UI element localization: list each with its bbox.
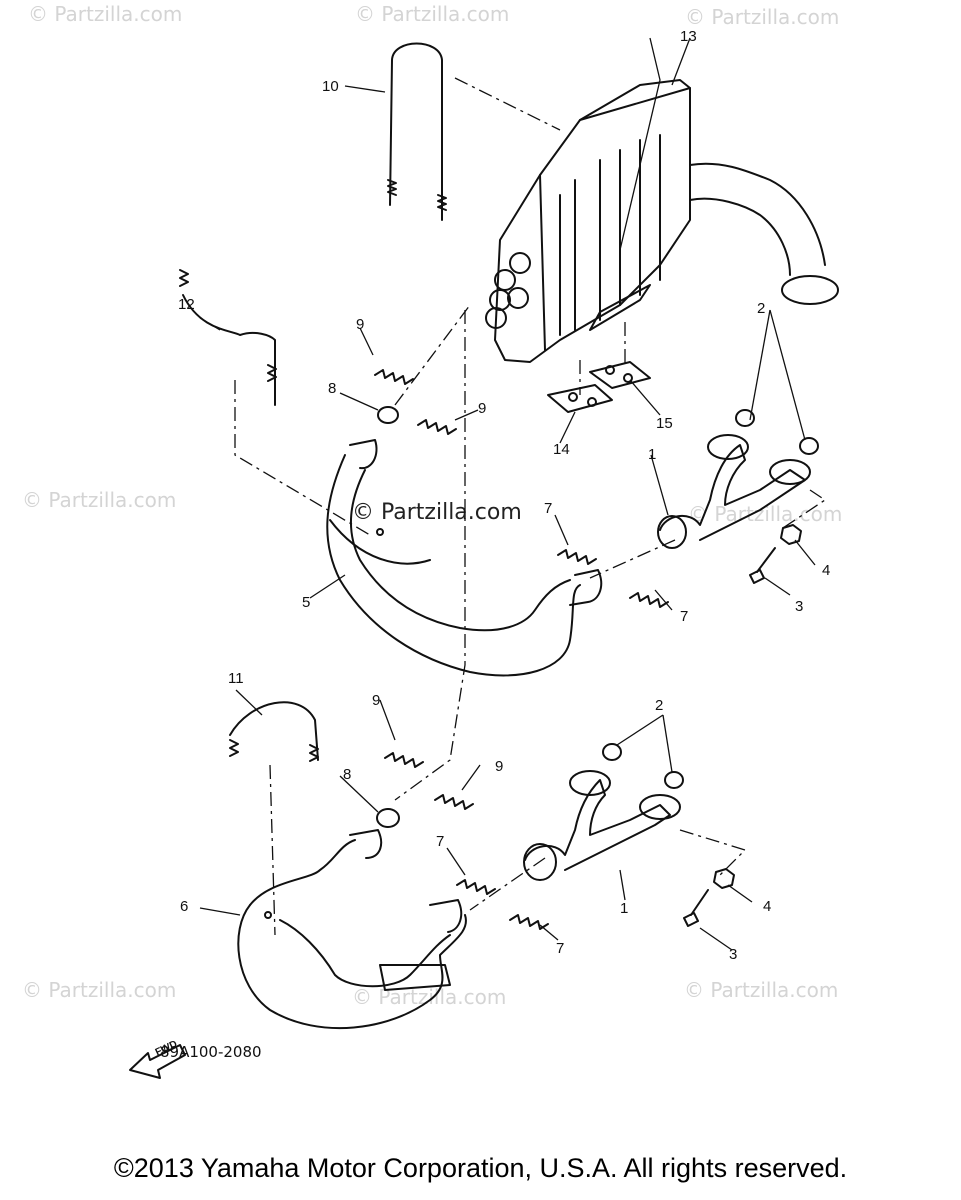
spring-7c	[456, 879, 496, 895]
gasket-8a	[377, 406, 399, 424]
manifold-1b	[523, 770, 681, 881]
callout-3-b: 3	[729, 946, 738, 963]
bracket-14	[547, 384, 613, 413]
washer-2a	[735, 409, 755, 427]
bolt-3a	[749, 547, 776, 584]
watermark-top-center: © Partzilla.com	[355, 2, 510, 26]
bolt-3b	[683, 889, 709, 927]
exhaust-pipe-6	[237, 829, 467, 1030]
callout-13: 13	[680, 28, 697, 45]
callout-15: 15	[656, 415, 673, 432]
spring-12	[179, 269, 277, 406]
bracket-15	[589, 361, 651, 389]
watermark-center: © Partzilla.com	[352, 500, 522, 525]
nut-4b	[713, 868, 735, 889]
callout-7-c: 7	[436, 833, 445, 850]
callout-9-d: 9	[495, 758, 504, 775]
callout-1-b: 1	[620, 900, 629, 917]
spring-7a	[557, 549, 597, 565]
callout-7-d: 7	[556, 940, 565, 957]
callout-3-a: 3	[795, 598, 804, 615]
callout-9-b: 9	[478, 400, 487, 417]
spring-7b	[629, 592, 669, 608]
callout-8-b: 8	[343, 766, 352, 783]
leader-lines	[199, 37, 827, 951]
part-number: 89A100-2080	[160, 1043, 262, 1061]
spring-9c	[384, 752, 424, 768]
callout-7-a: 7	[544, 500, 553, 517]
copyright-notice: ©2013 Yamaha Motor Corporation, U.S.A. A…	[113, 1153, 848, 1183]
callout-11: 11	[228, 670, 244, 687]
gasket-8b	[376, 808, 400, 828]
callout-9-a: 9	[356, 316, 365, 333]
callout-7-b: 7	[680, 608, 689, 625]
spring-10	[387, 42, 447, 221]
callout-5: 5	[302, 594, 311, 611]
callout-12: 12	[178, 296, 195, 313]
watermark-bottom-right: © Partzilla.com	[684, 978, 839, 1002]
watermark-mid-left: © Partzilla.com	[22, 488, 177, 512]
watermark-top-right: © Partzilla.com	[685, 5, 840, 29]
callout-14: 14	[553, 441, 570, 458]
callout-4-a: 4	[822, 562, 831, 579]
callout-1-a: 1	[648, 446, 657, 463]
watermark-bottom-center: © Partzilla.com	[352, 985, 507, 1009]
spring-7d	[509, 914, 549, 930]
callout-4-b: 4	[763, 898, 772, 915]
spring-9d	[434, 794, 474, 810]
callout-2-a: 2	[757, 300, 766, 317]
callout-2-b: 2	[655, 697, 664, 714]
fwd-arrow-icon	[129, 1044, 186, 1079]
muffler-13	[485, 79, 839, 363]
spring-9b	[417, 419, 457, 435]
callout-8-a: 8	[328, 380, 337, 397]
callout-9-c: 9	[372, 692, 381, 709]
washer-2b	[799, 437, 819, 455]
callout-6: 6	[180, 898, 189, 915]
washer-2d	[664, 771, 684, 789]
exhaust-pipe-5	[326, 439, 603, 677]
watermark-top-left: © Partzilla.com	[28, 2, 183, 26]
watermark-bottom-left: © Partzilla.com	[22, 978, 177, 1002]
callout-10: 10	[322, 78, 339, 95]
washer-2c	[602, 743, 622, 761]
spring-9a	[374, 369, 414, 385]
manifold-1a	[657, 434, 811, 549]
nut-4a	[780, 524, 802, 545]
spring-11	[229, 701, 319, 762]
